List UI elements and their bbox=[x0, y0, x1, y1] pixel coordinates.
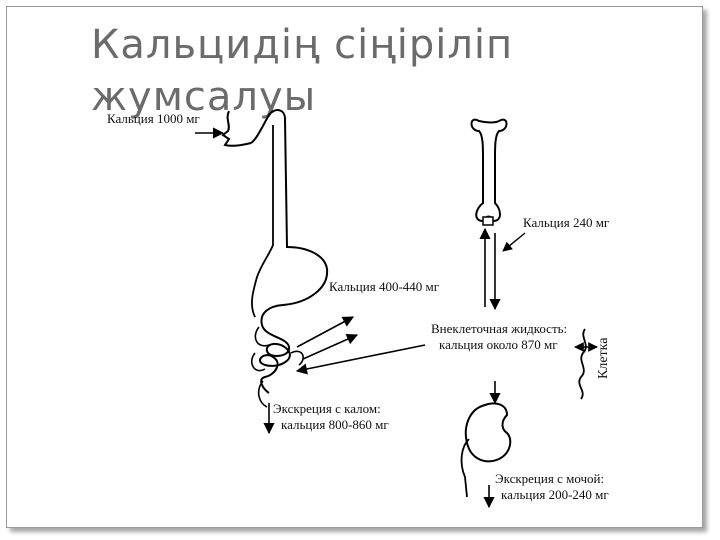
bone-label: Кальция 240 мг bbox=[523, 215, 609, 230]
digestive-tract bbox=[250, 109, 329, 394]
cell-membrane bbox=[578, 328, 587, 400]
fecal-label-line2: кальция 800-860 мг bbox=[281, 417, 389, 432]
urine-label-line2: кальция 200-240 мг bbox=[501, 487, 609, 502]
slide-title: Кальцидің сіңіріліп жумсалуы bbox=[91, 19, 611, 123]
absorption-arrow-1 bbox=[296, 316, 354, 348]
secretion-arrow bbox=[295, 344, 426, 375]
head-profile bbox=[221, 110, 252, 147]
ecf-label-line2: кальция около 870 мг bbox=[439, 337, 558, 352]
fecal-label-line1: Экскреция с калом: bbox=[273, 401, 381, 416]
calcium-metabolism-diagram: Кальция 1000 мг Кальция 400-440 мг Кальц… bbox=[107, 109, 611, 509]
kidney-icon bbox=[464, 402, 512, 463]
urine-label-line1: Экскреция с мочой: bbox=[495, 471, 604, 486]
ureter bbox=[460, 438, 470, 498]
absorption-arrow-2 bbox=[302, 333, 359, 360]
cell-label: Клетка bbox=[596, 337, 611, 379]
intestine-loops bbox=[250, 326, 304, 408]
title-line-2: жумсалуы bbox=[91, 74, 317, 120]
digestive-tract-inner bbox=[251, 125, 274, 318]
title-line-1: Кальцидің сіңіріліп bbox=[91, 22, 514, 68]
bone-marker bbox=[482, 216, 494, 226]
ecf-label-line1: Внеклеточная жидкость: bbox=[431, 321, 567, 336]
intake-label: Кальция 1000 мг bbox=[107, 111, 200, 126]
bone-icon bbox=[470, 118, 508, 223]
absorption-label: Кальция 400-440 мг bbox=[329, 279, 439, 294]
slide: Кальцидің сіңіріліп жумсалуы bbox=[6, 6, 703, 528]
bone-label-arrow bbox=[502, 232, 526, 252]
